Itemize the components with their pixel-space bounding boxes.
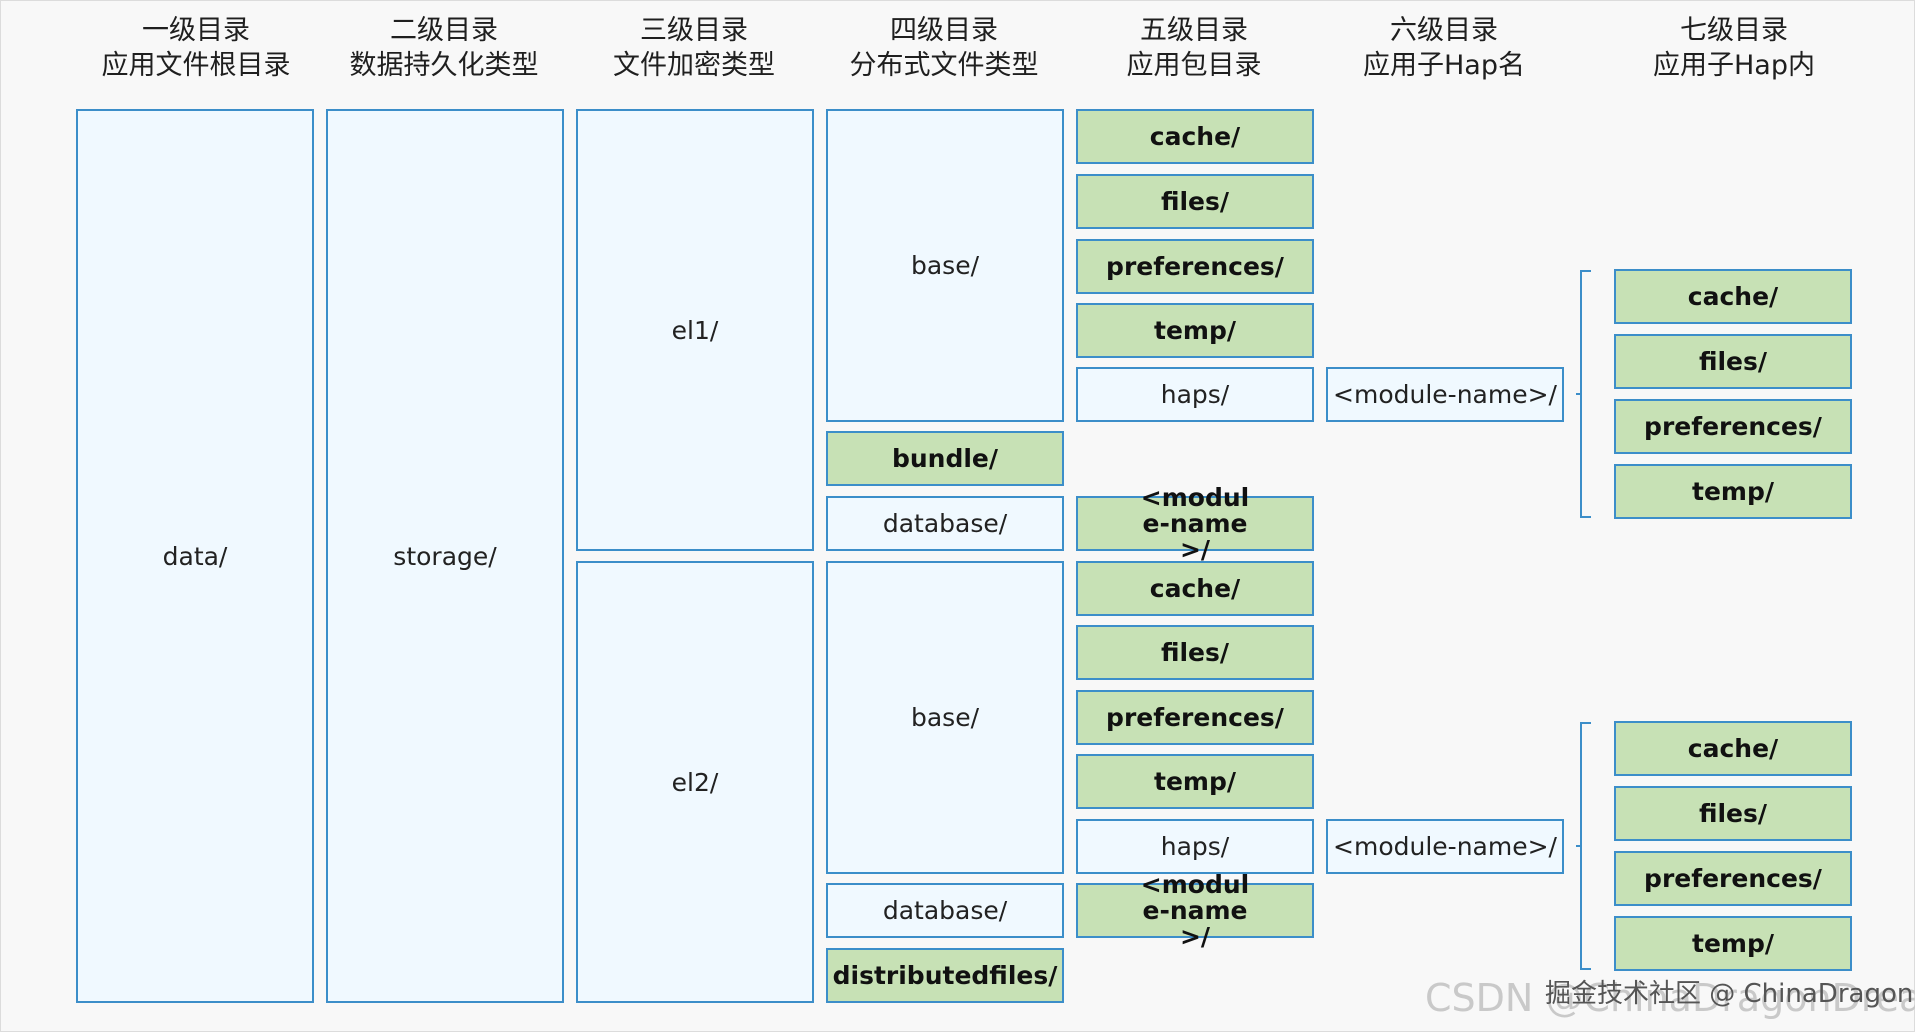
header-subtitle: 应用包目录 (1126, 50, 1262, 81)
node-label: base/ (910, 703, 980, 732)
header-title: 六级目录 (1390, 15, 1498, 46)
node-el1-haps-module: <module-name>/ (1326, 367, 1564, 422)
header-subtitle: 应用文件根目录 (101, 50, 291, 81)
node-el1-module-files: files/ (1614, 334, 1852, 389)
node-el2-base-haps: haps/ (1076, 819, 1314, 874)
node-el2-base-cache: cache/ (1076, 561, 1314, 616)
header-title: 二级目录 (390, 15, 498, 46)
node-el2-module-files: files/ (1614, 786, 1852, 841)
node-label: cache/ (1149, 574, 1241, 603)
node-el2-haps-module: <module-name>/ (1326, 819, 1564, 874)
node-label: storage/ (393, 541, 497, 571)
node-label: preferences/ (1644, 412, 1822, 441)
node-label: files/ (1698, 347, 1768, 376)
header-title: 七级目录 (1680, 15, 1788, 46)
header-title: 四级目录 (890, 15, 998, 46)
node-el2-base-preferences: preferences/ (1076, 690, 1314, 745)
node-el1-base-cache: cache/ (1076, 109, 1314, 164)
node-label: bundle/ (891, 444, 999, 473)
header-subtitle: 应用子Hap名 (1363, 50, 1525, 81)
node-label: <module-name>/ (1333, 380, 1557, 409)
node-label: haps/ (1160, 832, 1230, 861)
node-data: data/ (76, 109, 314, 1003)
node-label: <module-name>/ (1140, 482, 1250, 564)
node-el1-base-files: files/ (1076, 174, 1314, 229)
node-label: preferences/ (1644, 864, 1822, 893)
node-el2-database-module: <module-name>/ (1076, 871, 1314, 949)
node-label: el1/ (671, 315, 719, 345)
node-label: preferences/ (1106, 252, 1284, 281)
node-el2-database: database/ (826, 883, 1064, 938)
header-subtitle: 应用子Hap内 (1653, 50, 1815, 81)
node-label: files/ (1698, 799, 1768, 828)
node-el1-module-cache: cache/ (1614, 269, 1852, 324)
node-label: database/ (882, 509, 1008, 538)
node-label: preferences/ (1106, 703, 1284, 732)
watermark-juejin: 掘金技术社区 @ ChinaDragon (1545, 979, 1914, 1009)
header-subtitle: 分布式文件类型 (849, 50, 1039, 81)
node-el1-base-preferences: preferences/ (1076, 239, 1314, 294)
node-label: database/ (882, 896, 1008, 925)
node-el2-module-cache: cache/ (1614, 721, 1852, 776)
node-label: <module-name>/ (1333, 832, 1557, 861)
node-storage: storage/ (326, 109, 564, 1003)
node-el2: el2/ (576, 561, 814, 1003)
node-el1: el1/ (576, 109, 814, 551)
brace-el1 (1576, 270, 1591, 518)
node-label: files/ (1160, 638, 1230, 667)
node-label: cache/ (1687, 734, 1779, 763)
node-label: <module-name>/ (1140, 869, 1250, 951)
header-level-1: 一级目录 应用文件根目录 (76, 13, 316, 83)
node-label: data/ (162, 541, 228, 571)
node-label: temp/ (1154, 316, 1236, 345)
header-title: 三级目录 (640, 15, 748, 46)
node-el1-database-module: <module-name>/ (1076, 484, 1314, 562)
node-label: el2/ (671, 767, 719, 797)
header-title: 五级目录 (1140, 15, 1248, 46)
header-level-7: 七级目录 应用子Hap内 (1614, 13, 1854, 83)
header-level-2: 二级目录 数据持久化类型 (324, 13, 564, 83)
watermark-csdn: CSDN @ChinaDragonDreamer (1425, 976, 1915, 1020)
node-el1-bundle: bundle/ (826, 431, 1064, 486)
node-el2-base-temp: temp/ (1076, 754, 1314, 809)
node-label: haps/ (1160, 380, 1230, 409)
header-level-4: 四级目录 分布式文件类型 (824, 13, 1064, 83)
node-el1-base-temp: temp/ (1076, 303, 1314, 358)
node-label: temp/ (1692, 477, 1774, 506)
header-level-5: 五级目录 应用包目录 (1074, 13, 1314, 83)
node-el2-module-preferences: preferences/ (1614, 851, 1852, 906)
node-el2-distributedfiles: distributedfiles/ (826, 948, 1064, 1003)
node-el1-base: base/ (826, 109, 1064, 422)
node-el2-base: base/ (826, 561, 1064, 874)
node-label: cache/ (1687, 282, 1779, 311)
node-el1-module-temp: temp/ (1614, 464, 1852, 519)
header-level-3: 三级目录 文件加密类型 (574, 13, 814, 83)
node-el2-base-files: files/ (1076, 625, 1314, 680)
header-subtitle: 文件加密类型 (613, 50, 775, 81)
node-label: distributedfiles/ (832, 961, 1058, 990)
node-label: temp/ (1692, 929, 1774, 958)
node-el2-module-temp: temp/ (1614, 916, 1852, 971)
node-el1-module-preferences: preferences/ (1614, 399, 1852, 454)
header-subtitle: 数据持久化类型 (349, 50, 539, 81)
node-el1-base-haps: haps/ (1076, 367, 1314, 422)
node-label: cache/ (1149, 122, 1241, 151)
node-label: files/ (1160, 187, 1230, 216)
node-label: temp/ (1154, 767, 1236, 796)
node-label: base/ (910, 251, 980, 280)
header-title: 一级目录 (142, 15, 250, 46)
node-el1-database: database/ (826, 496, 1064, 551)
brace-el2 (1576, 722, 1591, 970)
header-level-6: 六级目录 应用子Hap名 (1324, 13, 1564, 83)
